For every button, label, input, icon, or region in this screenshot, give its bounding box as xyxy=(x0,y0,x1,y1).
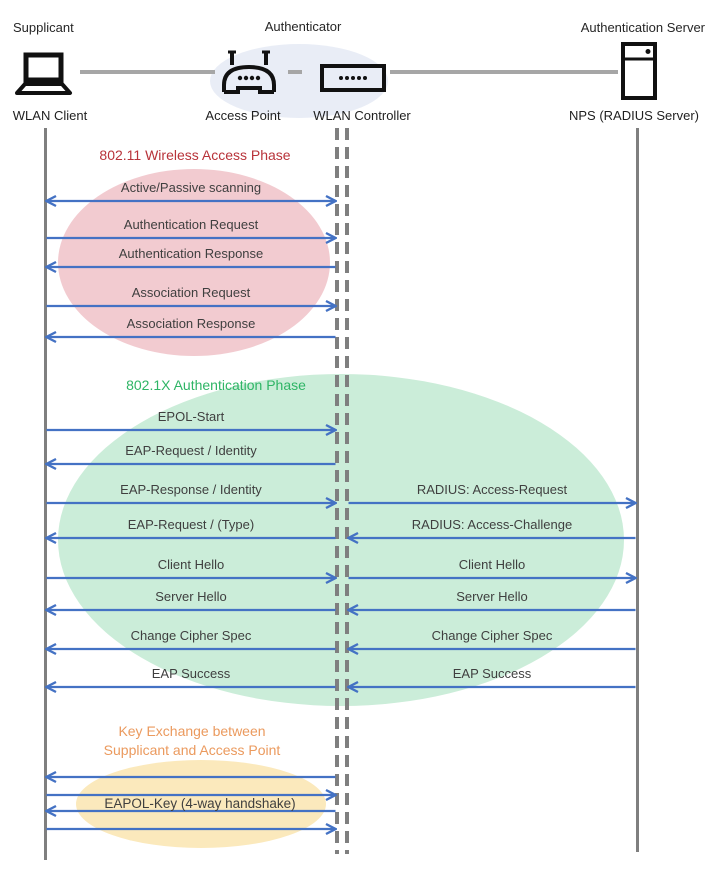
message-arrow-right xyxy=(46,299,337,313)
message-arrow-left xyxy=(347,680,636,694)
lifeline-nps-server xyxy=(636,128,639,852)
message-arrow-left xyxy=(45,770,336,784)
eapol-key-annotation: EAPOL-Key (4-way handshake) xyxy=(104,796,296,811)
connector-line xyxy=(288,70,302,74)
message-arrow-right xyxy=(46,788,337,802)
message-label: RADIUS: Access-Challenge xyxy=(411,517,573,532)
message-label: Association Request xyxy=(131,285,251,300)
access-point-icon xyxy=(222,50,276,94)
node-label-nps-radius-server: NPS (RADIUS Server) xyxy=(568,108,700,123)
role-authenticator: Authenticator xyxy=(264,19,342,34)
message-label: EAP Success xyxy=(452,666,532,681)
message-arrow-right xyxy=(46,231,337,245)
message-arrow-right xyxy=(348,571,637,585)
node-label-access-point: Access Point xyxy=(205,108,281,123)
laptop-icon xyxy=(15,52,72,95)
phase-title-80211: 802.11 Wireless Access Phase xyxy=(99,147,291,163)
message-label: EAP-Response / Identity xyxy=(120,482,262,497)
message-arrow-left xyxy=(45,804,336,818)
message-arrow-right xyxy=(348,496,637,510)
message-label: Change Cipher Spec xyxy=(130,628,252,643)
authenticator-ellipse xyxy=(210,44,388,118)
message-arrow-left xyxy=(45,531,336,545)
message-label: Authentication Response xyxy=(118,246,264,261)
message-arrow-left xyxy=(45,457,336,471)
message-label: RADIUS: Access-Request xyxy=(416,482,568,497)
message-arrow-right xyxy=(46,496,337,510)
node-label-wlan-client: WLAN Client xyxy=(12,108,88,123)
message-arrow-left xyxy=(45,260,336,274)
message-label: EAP-Request / Identity xyxy=(125,443,257,458)
message-label: EPOL-Start xyxy=(157,409,225,424)
message-arrow-left xyxy=(45,330,336,344)
message-arrow-right xyxy=(46,571,337,585)
connector-line xyxy=(80,70,215,74)
message-arrow-left xyxy=(45,642,336,656)
message-label: Association Response xyxy=(126,316,256,331)
message-arrow-left xyxy=(347,603,636,617)
phase-ellipse-key-exchange xyxy=(76,760,326,848)
message-arrow-right xyxy=(46,423,337,437)
message-label: EAP Success xyxy=(151,666,231,681)
message-arrow-both xyxy=(45,194,337,208)
message-label: Client Hello xyxy=(458,557,526,572)
message-label: Server Hello xyxy=(456,589,528,604)
message-arrow-left xyxy=(347,531,636,545)
lifeline-wlan-controller-left xyxy=(335,128,339,854)
message-label: Active/Passive scanning xyxy=(120,180,262,195)
message-arrow-right xyxy=(46,822,337,836)
message-label: EAP-Request / (Type) xyxy=(127,517,255,532)
wlan-controller-icon xyxy=(320,64,386,92)
message-arrow-left xyxy=(45,680,336,694)
message-label: Authentication Request xyxy=(123,217,259,232)
role-authentication-server: Authentication Server xyxy=(580,20,705,35)
message-label: Client Hello xyxy=(157,557,225,572)
lifeline-wlan-client xyxy=(44,128,47,860)
phase-title-key-exchange: Key Exchange between Supplicant and Acce… xyxy=(103,723,281,758)
node-label-wlan-controller: WLAN Controller xyxy=(313,108,411,123)
role-supplicant: Supplicant xyxy=(13,20,74,35)
phase-title-8021x: 802.1X Authentication Phase xyxy=(126,377,306,393)
connector-line xyxy=(390,70,618,74)
server-icon xyxy=(621,42,657,100)
message-arrow-left xyxy=(45,603,336,617)
lifeline-wlan-controller-right xyxy=(345,128,349,854)
message-label: Change Cipher Spec xyxy=(431,628,553,643)
message-arrow-left xyxy=(347,642,636,656)
message-label: Server Hello xyxy=(155,589,227,604)
